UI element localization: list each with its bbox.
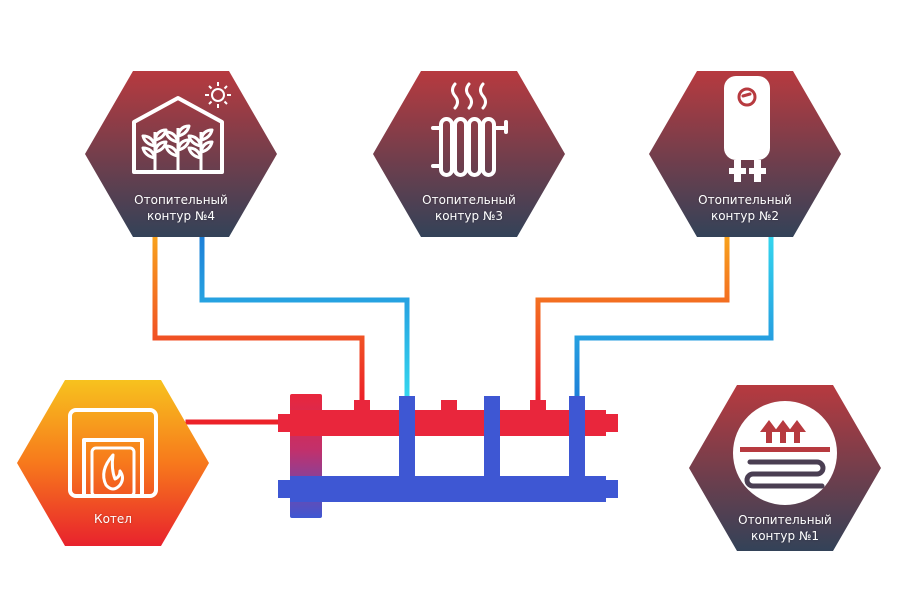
- pipe-circuit2-supply: [535, 232, 730, 401]
- boiler-icon: [68, 408, 158, 498]
- pipe-circuit4-return: [199, 232, 410, 401]
- circuit1-node: [689, 385, 881, 551]
- boiler-node: [17, 380, 209, 546]
- circuit4-label-line2: контур №4: [146, 209, 216, 223]
- circuit1-label-line1: Отопительный: [738, 513, 832, 527]
- circuit4-node: [85, 71, 277, 237]
- circuit3-label-line2: контур №3: [434, 209, 504, 223]
- circuit2-label-line2: контур №2: [710, 209, 780, 223]
- radiator-icon: [431, 82, 508, 177]
- hydraulic-collector-icon: [278, 394, 618, 518]
- circuit2-label: Отопительный контур №2: [675, 192, 815, 224]
- floor-heating-icon: [733, 401, 837, 505]
- circuit4-label: Отопительный контур №4: [111, 192, 251, 224]
- pipe-circuit2-return: [574, 232, 774, 401]
- circuit2-node: [649, 71, 841, 237]
- circuit3-label: Отопительный контур №3: [399, 192, 539, 224]
- water-heater-icon: [724, 76, 770, 182]
- circuit2-label-line1: Отопительный: [698, 193, 792, 207]
- circuit1-label: Отопительный контур №1: [715, 512, 855, 544]
- boiler-label-text: Котел: [94, 512, 132, 526]
- pipes: [152, 232, 774, 492]
- circuit4-label-line1: Отопительный: [134, 193, 228, 207]
- sun-icon: [205, 82, 231, 108]
- circuit1-label-line2: контур №1: [750, 529, 820, 543]
- circuit3-label-line1: Отопительный: [422, 193, 516, 207]
- pipe-circuit4-supply: [152, 232, 365, 401]
- greenhouse-icon: [132, 96, 224, 174]
- circuit3-node: [373, 71, 565, 237]
- boiler-label: Котел: [63, 511, 163, 527]
